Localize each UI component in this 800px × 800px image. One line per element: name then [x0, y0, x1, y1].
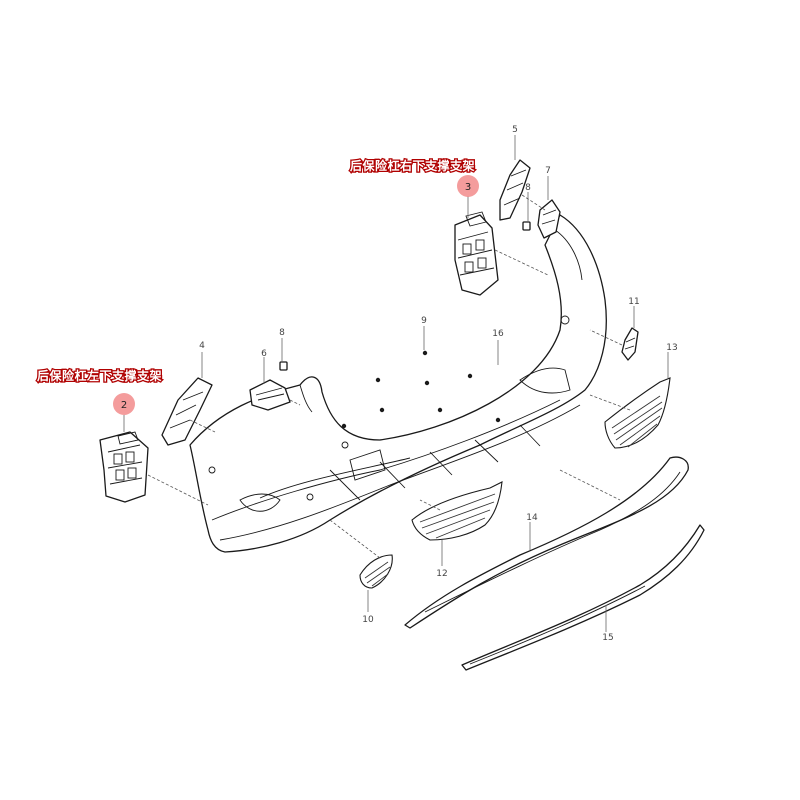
left-lower-support-bracket — [99, 431, 149, 503]
callout-15: 15 — [602, 633, 613, 643]
callout-8-left: 8 — [279, 328, 285, 338]
right-lower-support-bracket — [454, 211, 499, 296]
highlight-circle-2 — [113, 393, 135, 415]
bumper-fascia — [189, 214, 607, 553]
highlight-circle-3 — [457, 175, 479, 197]
right-bracket-name-label: 后保险杠右下支撑支架 — [350, 158, 475, 173]
callout-9: 9 — [421, 316, 427, 326]
left-clip-bracket — [249, 379, 291, 411]
left-reflector — [359, 554, 393, 589]
callout-2: 2 — [121, 400, 127, 411]
callout-12: 12 — [436, 569, 447, 579]
lower-chrome-strip — [461, 524, 705, 671]
fastener-screw-right — [522, 221, 531, 231]
callout-14: 14 — [526, 513, 538, 523]
callout-11: 11 — [628, 297, 639, 307]
callout-5: 5 — [512, 125, 518, 135]
callout-8-right: 8 — [525, 183, 531, 193]
left-side-bracket — [161, 377, 213, 446]
callout-6: 6 — [261, 349, 267, 359]
callout-3: 3 — [465, 182, 471, 193]
center-grille-panel — [411, 481, 503, 541]
right-grille-panel — [604, 377, 671, 449]
lower-diffuser-trim — [404, 456, 689, 629]
callout-7: 7 — [545, 166, 551, 176]
callout-13: 13 — [666, 343, 677, 353]
right-reflector-bracket — [621, 327, 639, 361]
callout-16: 16 — [492, 329, 504, 339]
left-bracket-name-label: 后保险杠左下支撑支架 — [37, 368, 162, 383]
callout-10: 10 — [362, 615, 374, 625]
callout-4: 4 — [199, 341, 205, 351]
leader-lines — [123, 135, 669, 632]
right-corner-clip — [537, 199, 561, 239]
fastener-screw-left — [279, 361, 288, 371]
right-side-bracket — [499, 159, 531, 221]
